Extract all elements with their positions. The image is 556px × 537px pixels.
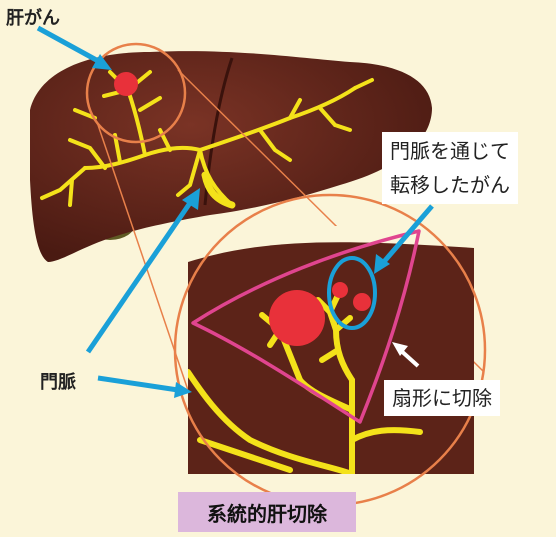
metastasis-callout: 門脈を通じて 転移したがん bbox=[382, 132, 518, 204]
diagram-title: 系統的肝切除 bbox=[178, 492, 356, 532]
metastasis-label-line2: 転移したがん bbox=[390, 168, 510, 202]
portal-vein-label: 門脈 bbox=[40, 368, 76, 394]
arrow-to-tumor bbox=[38, 28, 112, 70]
zoom-tumor bbox=[269, 290, 325, 346]
liver-tumor bbox=[114, 72, 138, 96]
metastasis-label-line1: 門脈を通じて bbox=[390, 134, 510, 168]
metastasis-1 bbox=[332, 282, 348, 298]
liver-cancer-label: 肝がん bbox=[6, 4, 60, 30]
metastasis-2 bbox=[353, 293, 371, 311]
zoom-panel bbox=[188, 226, 474, 474]
sector-resection-label: 扇形に切除 bbox=[384, 380, 500, 416]
